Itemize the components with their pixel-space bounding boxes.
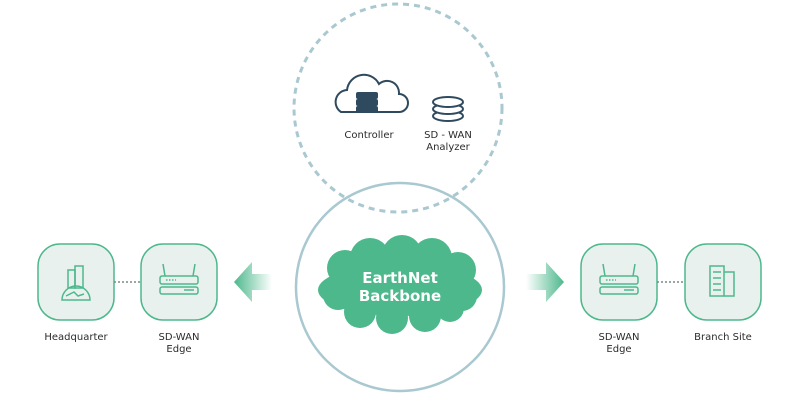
- right-edge-node[interactable]: [580, 243, 658, 321]
- backbone-label-line2: Backbone: [358, 287, 442, 305]
- headquarter-building-icon: [61, 265, 91, 301]
- right-edge-label-line1: SD-WAN: [598, 332, 640, 343]
- backbone-circle: [294, 181, 506, 393]
- analyzer-label-line2: Analyzer: [426, 142, 470, 153]
- controller-label: Controller: [344, 130, 394, 141]
- left-edge-label-line2: Edge: [166, 344, 192, 355]
- cloud-server-icon: [334, 73, 409, 113]
- branch-node[interactable]: [684, 243, 762, 321]
- left-edge-label-line1: SD-WAN: [158, 332, 200, 343]
- headquarter-label: Headquarter: [44, 332, 108, 343]
- right-edge-label: SD-WAN Edge: [599, 332, 640, 356]
- arrow-left-icon: [234, 262, 272, 302]
- analyzer-label: SD - WAN Analyzer: [424, 130, 472, 154]
- branch-label: Branch Site: [694, 332, 752, 343]
- arrow-right-icon: [526, 262, 564, 302]
- backbone-label-line1: EarthNet: [362, 269, 438, 287]
- headquarter-node[interactable]: [37, 243, 115, 321]
- right-edge-label-line2: Edge: [606, 344, 632, 355]
- router-icon: [159, 263, 199, 295]
- analyzer-label-line1: SD - WAN: [424, 130, 472, 141]
- backbone-cloud-icon: [318, 235, 482, 334]
- left-edge-label: SD-WAN Edge: [159, 332, 200, 356]
- branch-building-icon: [709, 265, 735, 297]
- management-circle: [292, 2, 504, 214]
- database-icon: [432, 96, 464, 122]
- backbone-label: EarthNet Backbone: [359, 269, 441, 305]
- router-icon: [599, 263, 639, 295]
- left-edge-node[interactable]: [140, 243, 218, 321]
